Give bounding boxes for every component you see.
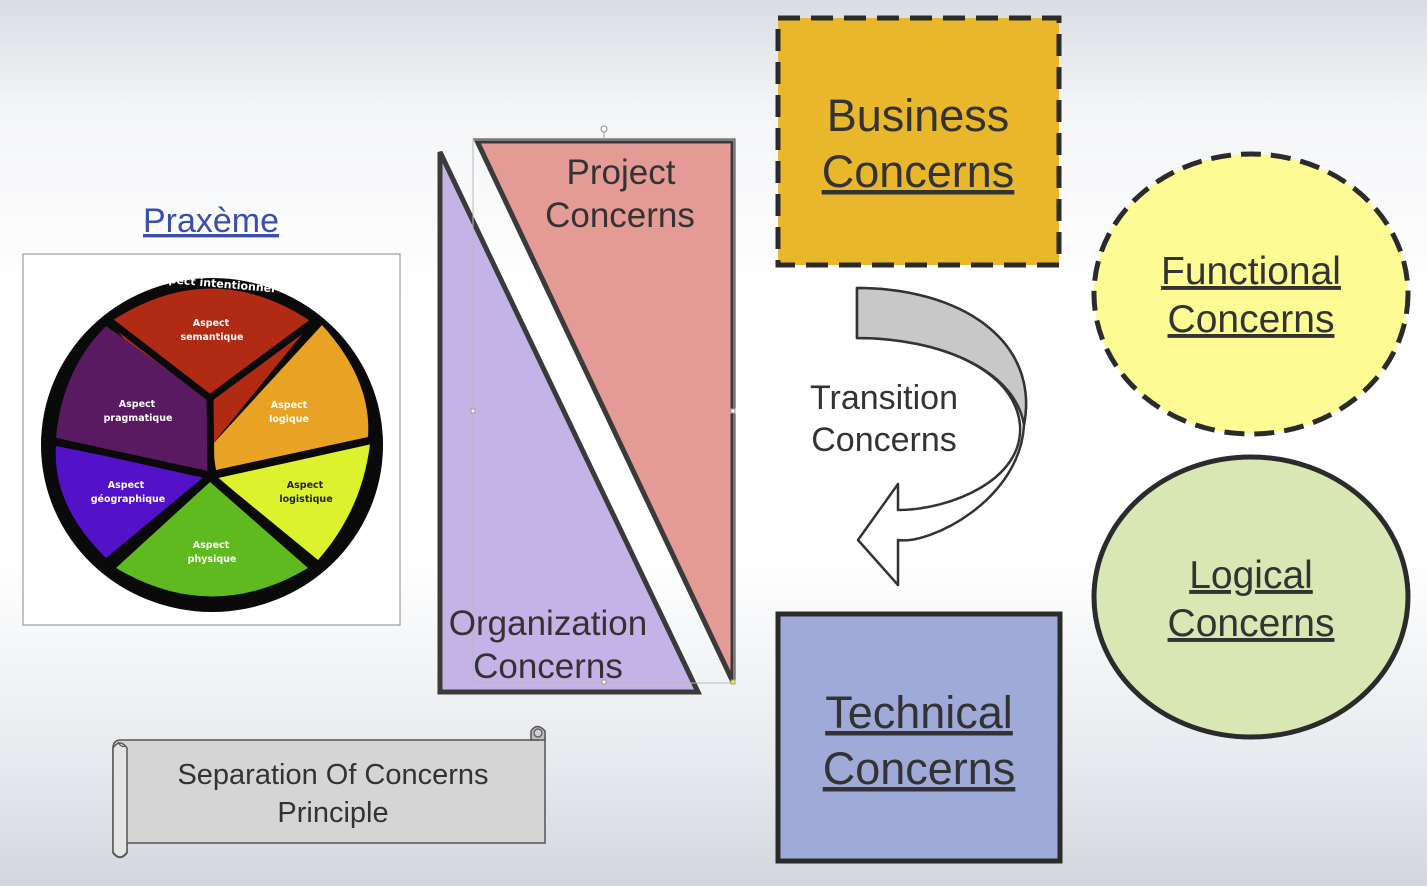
praxeme-wheel: Aspect intentionnel Aspect semantique As… (41, 272, 383, 612)
segment-logique (212, 325, 369, 470)
functional-concerns-ellipse[interactable] (1091, 151, 1411, 437)
segment-logistique (216, 444, 370, 560)
wheel-spokes (49, 315, 375, 568)
seg-label-4a: Aspect (193, 540, 230, 551)
segment-pragmatique (56, 326, 210, 471)
technical-concerns-box[interactable] (775, 611, 1063, 864)
logical-concerns-ellipse[interactable] (1091, 454, 1411, 740)
project-label-2: Concerns (545, 196, 695, 235)
seg-label-4b: physique (188, 554, 237, 565)
selection-handles (470, 125, 736, 685)
logical-label-1: Logical (1189, 554, 1313, 597)
seg-label-1a: Aspect (193, 318, 230, 329)
functional-label-1: Functional (1161, 250, 1341, 293)
seg-label-3a: Aspect (287, 480, 324, 491)
project-label-1: Project (567, 153, 676, 192)
technical-label-2: Concerns (823, 743, 1016, 794)
logical-label-2: Concerns (1168, 602, 1335, 645)
technical-label-1: Technical (825, 687, 1013, 738)
seg-label-2a: Aspect (271, 400, 308, 411)
business-concerns-box[interactable] (775, 15, 1062, 268)
segment-geographique (55, 446, 205, 558)
seg-label-1b: semantique (181, 332, 244, 343)
segment-physique (116, 482, 308, 597)
segment-semantique (110, 288, 312, 445)
seg-label-5a: Aspect (108, 480, 145, 491)
seg-label-2b: logique (269, 414, 309, 425)
transition-label-2: Concerns (811, 421, 957, 459)
organization-label-2: Concerns (473, 647, 623, 686)
organization-label-1: Organization (449, 604, 647, 643)
seg-label-5b: géographique (91, 494, 166, 505)
business-label-1: Business (827, 90, 1010, 141)
transition-label-1: Transition (810, 379, 958, 417)
seg-label-6b: pragmatique (104, 413, 173, 424)
praxeme-title[interactable]: Praxème (143, 202, 279, 240)
scroll-label-2: Principle (277, 797, 388, 829)
organization-triangle[interactable] (437, 150, 702, 695)
seg-label-3b: logistique (279, 494, 332, 505)
functional-label-2: Concerns (1168, 298, 1335, 341)
business-label-2: Concerns (822, 146, 1015, 197)
transition-arrow-top-face (855, 286, 1028, 427)
seg-label-6a: Aspect (119, 399, 156, 410)
scroll-banner[interactable]: Separation Of Concerns Principle (112, 725, 546, 859)
scroll-label-1: Separation Of Concerns (177, 759, 488, 791)
